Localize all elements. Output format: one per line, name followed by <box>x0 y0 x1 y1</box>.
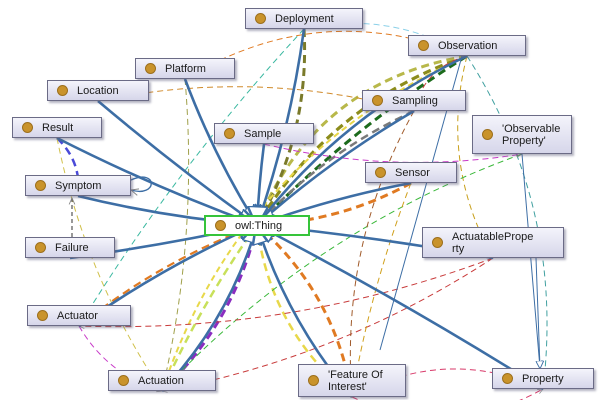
node-label: 'Feature Of Interest' <box>328 368 383 393</box>
subclass-edge <box>257 225 544 391</box>
class-icon <box>482 129 493 140</box>
node-label: Observation <box>438 39 498 52</box>
node-result[interactable]: Result <box>12 117 102 138</box>
node-label: Platform <box>165 62 206 75</box>
node-platform[interactable]: Platform <box>135 58 235 79</box>
subclass-edge <box>535 257 540 368</box>
node-failure[interactable]: Failure <box>25 237 115 258</box>
node-label: Result <box>42 121 74 134</box>
class-icon <box>502 373 513 384</box>
object-property-edge <box>78 325 162 391</box>
self-loop-edge <box>131 176 152 191</box>
class-icon <box>118 375 129 386</box>
object-property-edge <box>263 143 522 163</box>
node-observable-property[interactable]: 'Observable Property' <box>472 115 572 154</box>
node-label: Actuation <box>138 374 184 387</box>
node-actuatable-property[interactable]: ActuatablePrope rty <box>422 227 564 258</box>
class-icon <box>57 85 68 96</box>
node-label: Sensor <box>395 166 430 179</box>
subclass-edge <box>183 78 257 225</box>
subclass-edge <box>257 54 468 225</box>
node-label: 'Observable Property' <box>502 122 561 147</box>
node-label: Property <box>522 372 564 385</box>
node-property[interactable]: Property <box>492 368 594 389</box>
node-label: Actuator <box>57 309 98 322</box>
node-sample[interactable]: Sample <box>214 123 314 144</box>
node-sampling[interactable]: Sampling <box>362 90 466 111</box>
class-icon <box>37 310 48 321</box>
object-property-edge <box>256 181 412 227</box>
node-location[interactable]: Location <box>47 80 149 101</box>
node-label: owl:Thing <box>235 219 283 232</box>
class-icon <box>375 167 386 178</box>
class-icon <box>224 128 235 139</box>
class-icon <box>22 122 33 133</box>
class-icon <box>308 375 319 386</box>
node-actuation[interactable]: Actuation <box>108 370 216 391</box>
object-property-edge <box>79 257 494 327</box>
node-feature-of-interest[interactable]: 'Feature Of Interest' <box>298 364 406 397</box>
subclass-edge <box>161 225 257 392</box>
node-deployment[interactable]: Deployment <box>245 8 363 29</box>
class-icon <box>372 95 383 106</box>
object-property-edge <box>162 153 523 391</box>
object-property-edge <box>161 55 468 392</box>
object-property-edge <box>79 28 305 326</box>
class-icon <box>418 40 429 51</box>
node-label: Sampling <box>392 94 438 107</box>
object-property-edge <box>160 224 259 392</box>
object-property-edge <box>350 110 415 397</box>
object-property-edge <box>466 55 548 389</box>
class-icon <box>432 237 443 248</box>
node-symptom[interactable]: Symptom <box>25 175 131 196</box>
node-sensor[interactable]: Sensor <box>365 162 457 183</box>
node-label: Location <box>77 84 119 97</box>
object-property-edge <box>255 54 468 226</box>
subclass-edge <box>521 153 541 369</box>
node-label: Sample <box>244 127 282 140</box>
object-property-edge <box>162 78 190 391</box>
class-icon <box>35 180 46 191</box>
object-property-edge <box>160 224 259 393</box>
class-icon <box>255 13 266 24</box>
node-actuator[interactable]: Actuator <box>27 305 131 326</box>
node-label: Failure <box>55 241 89 254</box>
node-label: Deployment <box>275 12 334 25</box>
class-icon <box>35 242 46 253</box>
node-label: ActuatablePrope rty <box>452 230 534 255</box>
node-owl-thing[interactable]: owl:Thing <box>204 215 310 236</box>
node-observation[interactable]: Observation <box>408 35 526 56</box>
class-icon <box>145 63 156 74</box>
class-icon <box>215 220 226 231</box>
node-label: Symptom <box>55 179 102 192</box>
object-property-edge <box>56 137 162 391</box>
